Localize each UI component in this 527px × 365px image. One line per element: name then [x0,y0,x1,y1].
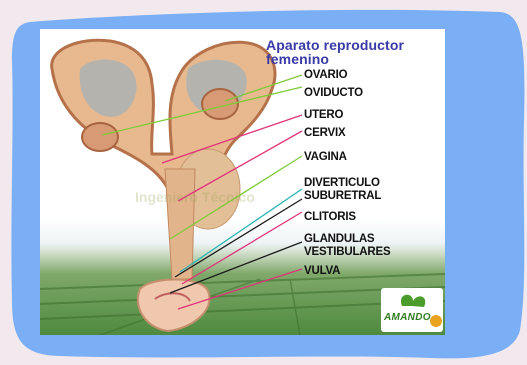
specimen-image-card: Ingeniero Técnico Aparato reproductor fe… [40,29,445,335]
label-diverticulo-line-1: DIVERTICULO [304,177,380,189]
label-oviducto: OVIDUCTO [304,87,363,99]
label-vagina: VAGINA [304,151,347,163]
label-cervix: CERVIX [304,127,345,139]
watermark: Ingeniero Técnico [135,189,255,205]
specimen-photo [40,29,445,335]
amando-logo-icon [381,288,443,332]
label-diverticulo-line-2: SUBURETRAL [304,190,381,202]
title-line-1: Aparato reproductor [266,38,404,52]
label-glandulas-line-1: GLANDULAS [304,233,374,245]
logo-text: AMANDO [384,312,431,323]
label-ovario: OVARIO [304,69,347,81]
title-line-2: femenino [266,52,329,66]
label-vulva: VULVA [304,265,340,277]
label-utero: UTERO [304,109,343,121]
label-clitoris: CLITORIS [304,211,356,223]
label-glandulas-line-2: VESTIBULARES [304,246,390,258]
